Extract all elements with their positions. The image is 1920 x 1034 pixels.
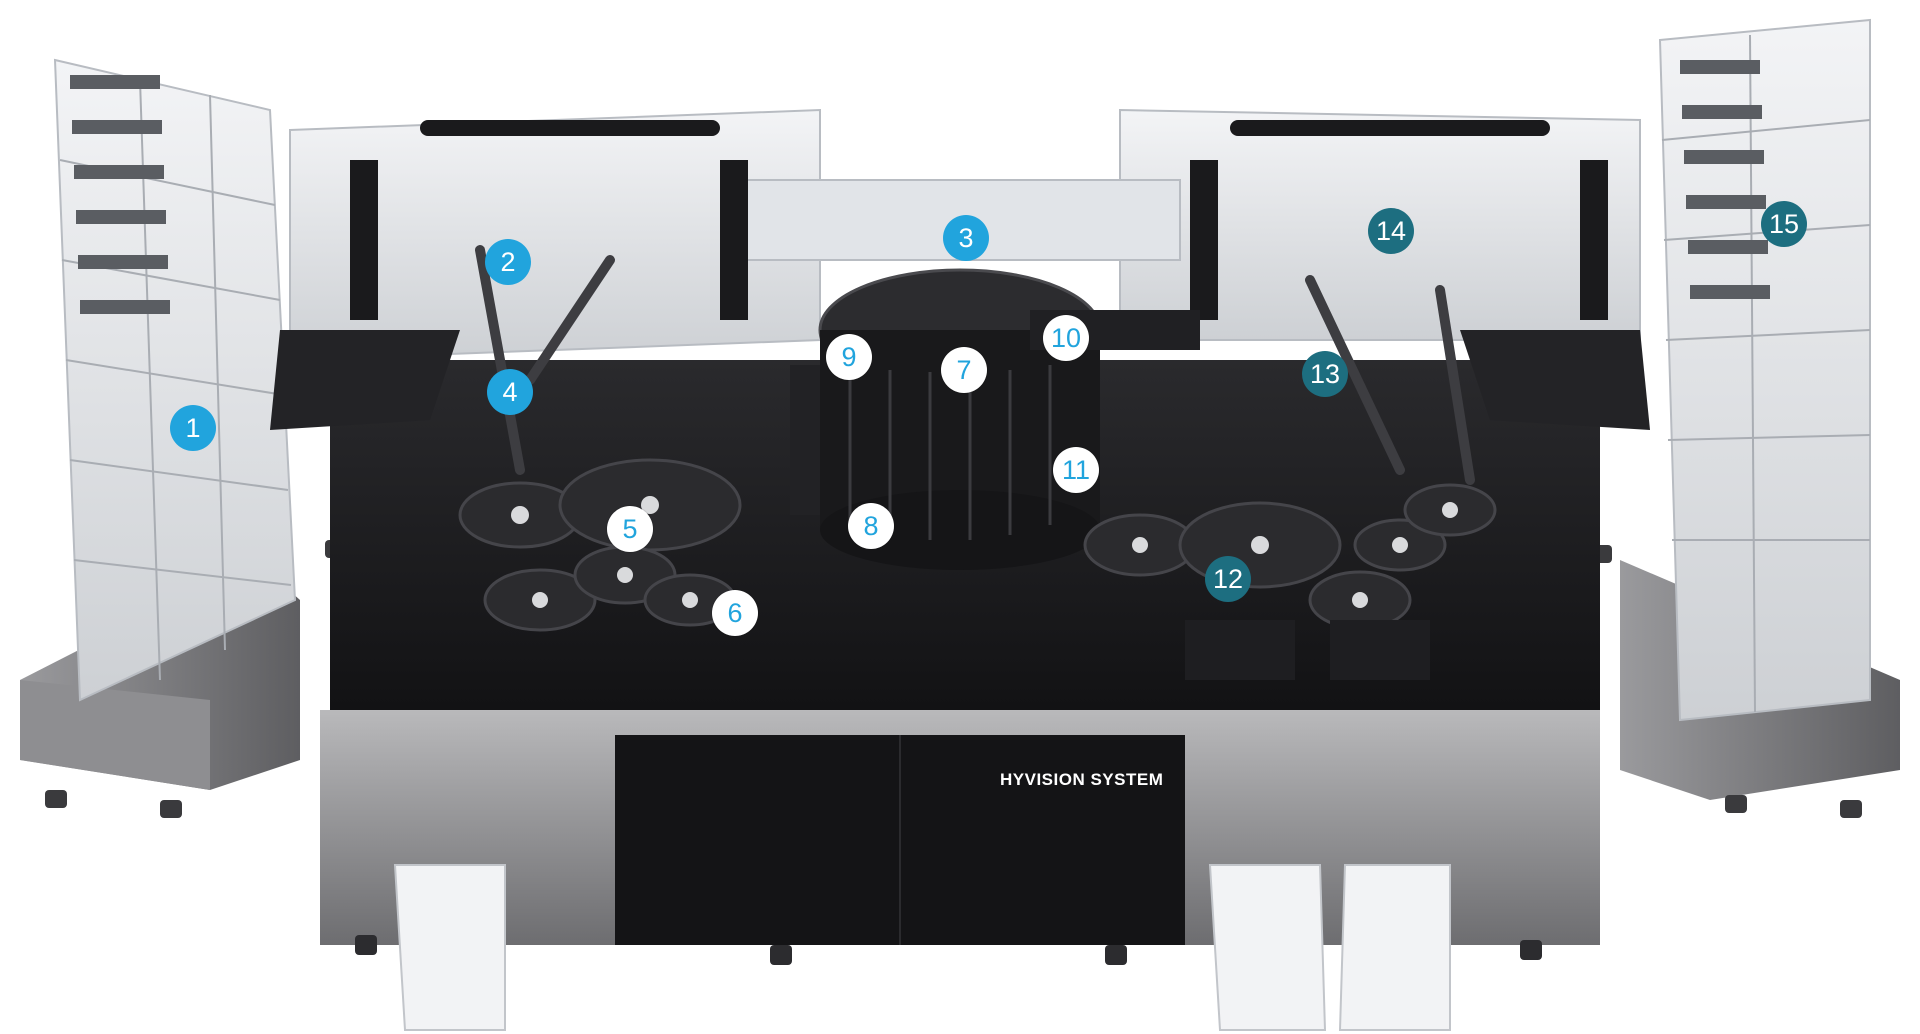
callout-1: 1: [170, 405, 216, 451]
callout-9: 9: [826, 334, 872, 380]
conveyor-chains: [475, 245, 1475, 485]
callout-13: 13: [1302, 351, 1348, 397]
callout-5: 5: [607, 506, 653, 552]
callout-8: 8: [848, 503, 894, 549]
brand-label: HYVISION SYSTEM: [1000, 770, 1164, 789]
left-rotary-tables: [458, 458, 742, 632]
right-tower: [1590, 18, 1900, 818]
right-rotary-tables: [1083, 483, 1497, 680]
front-drawers: [393, 864, 1451, 1031]
callout-12: 12: [1205, 556, 1251, 602]
callout-15: 15: [1761, 201, 1807, 247]
callout-11: 11: [1053, 447, 1099, 493]
callout-3: 3: [943, 215, 989, 261]
callout-4: 4: [487, 369, 533, 415]
callout-6: 6: [712, 590, 758, 636]
left-tower: [20, 58, 347, 818]
callout-10: 10: [1043, 315, 1089, 361]
callout-7: 7: [941, 347, 987, 393]
index-turret: [790, 268, 1200, 570]
callout-2: 2: [485, 239, 531, 285]
callout-14: 14: [1368, 208, 1414, 254]
